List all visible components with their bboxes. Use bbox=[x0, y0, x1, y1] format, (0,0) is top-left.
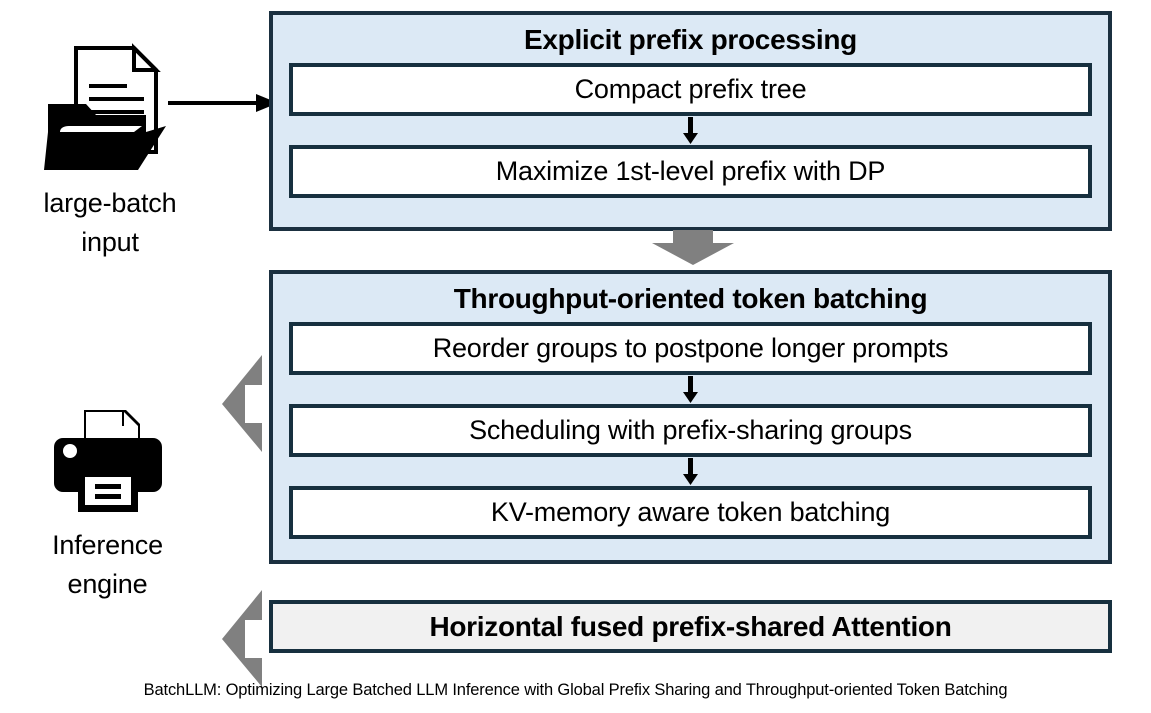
input-node: large-batch input bbox=[10, 40, 210, 259]
arrow-down-icon bbox=[682, 116, 698, 144]
step-connector-1 bbox=[289, 116, 1092, 145]
step-reorder-groups-to-postpone-longer-prompts: Reorder groups to postpone longer prompt… bbox=[289, 322, 1092, 375]
arrow-prefix-to-batching-icon bbox=[651, 230, 735, 271]
step-kv-memory-aware-token-batching: KV-memory aware token batching bbox=[289, 486, 1092, 539]
arrow-down-icon bbox=[682, 457, 698, 485]
stage-throughput-oriented-token-batching: Throughput-oriented token batching Reord… bbox=[269, 270, 1112, 564]
step-connector-2 bbox=[289, 375, 1092, 404]
inference-engine-node: Inference engine bbox=[10, 408, 205, 601]
arrow-batching-to-engine-icon bbox=[221, 355, 263, 458]
inference-engine-label-line2: engine bbox=[67, 569, 148, 599]
input-node-label-line2: input bbox=[81, 227, 139, 257]
stage-horizontal-fused-prefix-shared-attention: Horizontal fused prefix-shared Attention bbox=[269, 600, 1112, 653]
stage-title-explicit-prefix-processing: Explicit prefix processing bbox=[524, 24, 857, 55]
arrow-input-to-prefix-icon bbox=[168, 92, 280, 119]
printer-icon bbox=[10, 408, 205, 523]
input-node-label-line1: large-batch bbox=[43, 188, 177, 218]
arrow-attention-to-engine-icon bbox=[221, 590, 263, 693]
step-compact-prefix-tree: Compact prefix tree bbox=[289, 63, 1092, 116]
documents-folder-icon bbox=[10, 40, 210, 181]
step-scheduling-with-prefix-sharing-groups: Scheduling with prefix-sharing groups bbox=[289, 404, 1092, 457]
arrow-down-icon bbox=[682, 375, 698, 403]
step-connector-3 bbox=[289, 457, 1092, 486]
inference-engine-label-line1: Inference bbox=[52, 530, 163, 560]
stage-explicit-prefix-processing: Explicit prefix processing Compact prefi… bbox=[269, 11, 1112, 231]
step-maximize-first-level-prefix-with-dp: Maximize 1st-level prefix with DP bbox=[289, 145, 1092, 198]
figure-caption: BatchLLM: Optimizing Large Batched LLM I… bbox=[143, 681, 1008, 699]
stage-title-throughput-oriented-token-batching: Throughput-oriented token batching bbox=[453, 283, 928, 314]
stage-title-horizontal-fused-prefix-shared-attention: Horizontal fused prefix-shared Attention bbox=[429, 610, 952, 642]
